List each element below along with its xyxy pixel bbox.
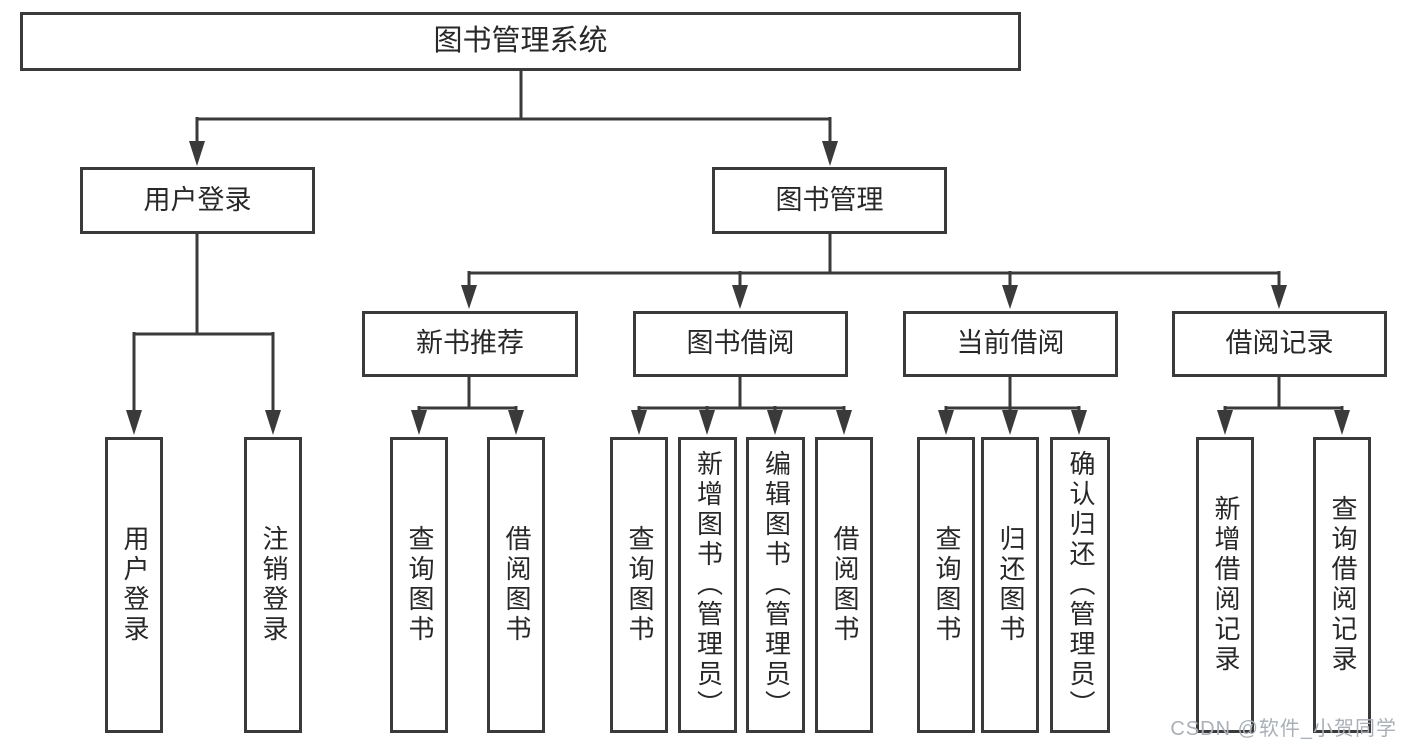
arrowhead-icons: [126, 141, 1350, 435]
node-user-login: 用户登录: [80, 167, 315, 234]
connector-line-group: [132, 71, 1344, 412]
leaf-add-borrow-record: 新增借阅记录: [1196, 437, 1254, 733]
leaf-user-login: 用户登录: [105, 437, 163, 733]
leaf-logout-login: 注销登录: [244, 437, 302, 733]
leaf-confirm-return-admin: 确认归还（管理员）: [1050, 437, 1110, 733]
leaf-borrow-books-recommend: 借阅图书: [487, 437, 545, 733]
node-library-management-system: 图书管理系统: [20, 12, 1021, 71]
leaf-add-books-admin: 新增图书（管理员）: [678, 437, 737, 733]
csdn-watermark: CSDN @软件_小贺同学: [1170, 718, 1397, 740]
node-book-management: 图书管理: [712, 167, 947, 234]
leaf-query-books-borrowing: 查询图书: [610, 437, 668, 733]
leaf-return-books: 归还图书: [981, 437, 1039, 733]
leaf-edit-books-admin: 编辑图书（管理员）: [746, 437, 805, 733]
node-current-borrowing: 当前借阅: [903, 311, 1118, 377]
leaf-query-books-current: 查询图书: [917, 437, 975, 733]
leaf-query-borrow-record: 查询借阅记录: [1313, 437, 1371, 733]
node-book-borrowing: 图书借阅: [633, 311, 848, 377]
leaf-query-books-recommend: 查询图书: [390, 437, 448, 733]
node-new-book-recommendation: 新书推荐: [362, 311, 578, 377]
leaf-borrow-books-borrowing: 借阅图书: [815, 437, 873, 733]
node-borrowing-records: 借阅记录: [1172, 311, 1387, 377]
